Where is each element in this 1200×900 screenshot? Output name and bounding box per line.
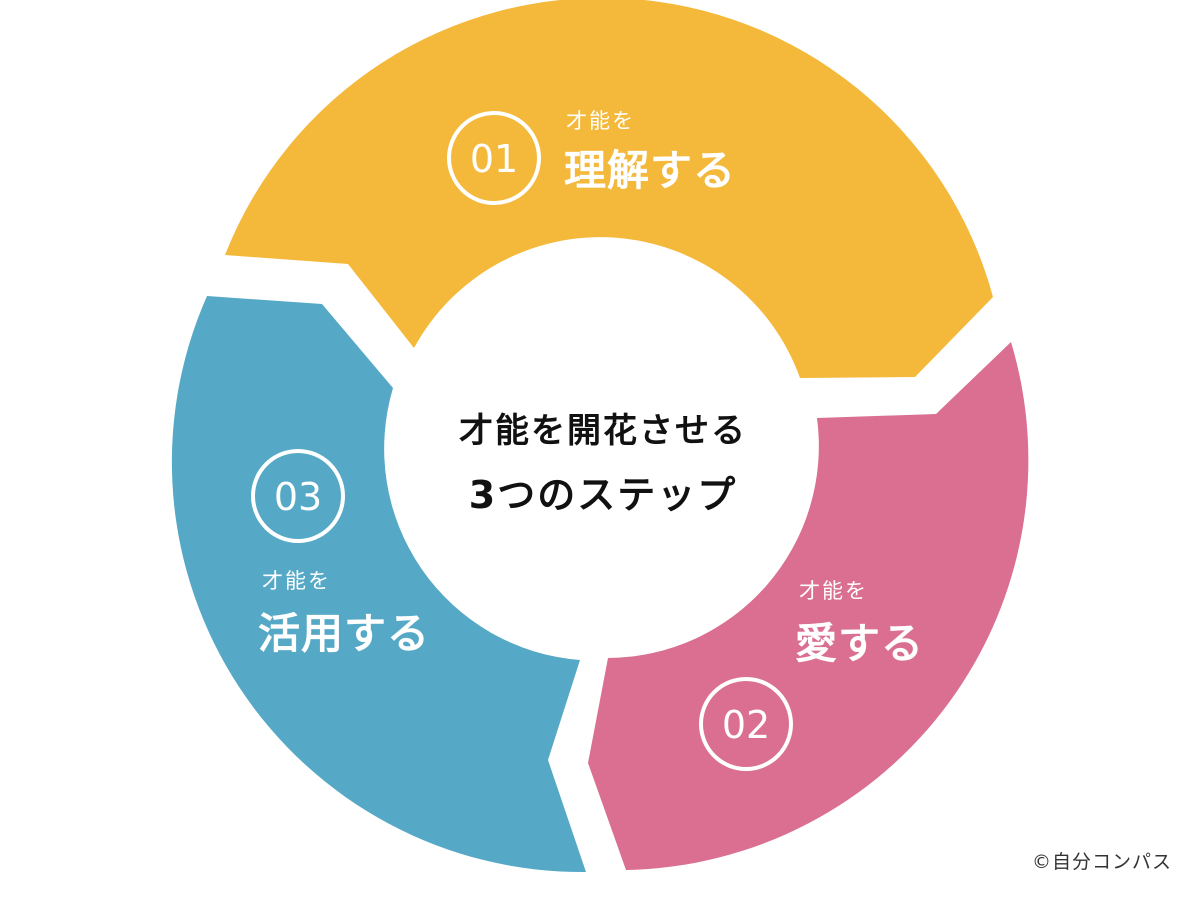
- center-title-line1: 才能を開花させる: [459, 411, 747, 451]
- step-3-prefix: 才能を: [262, 569, 331, 593]
- step-3-title: 活用する: [258, 609, 430, 658]
- step-2-number-circle: [699, 677, 793, 771]
- step-3-number: 03: [274, 475, 322, 519]
- step-3-segment: [171, 296, 586, 873]
- step-3-number-circle: [251, 449, 345, 543]
- copyright-text: ©自分コンパス: [1031, 851, 1172, 873]
- step-2-title: 愛する: [795, 619, 924, 668]
- step-1-segment: [225, 0, 993, 378]
- step-1-title: 理解する: [564, 146, 736, 195]
- step-1-prefix: 才能を: [566, 109, 635, 133]
- step-2-segment: [588, 342, 1029, 870]
- step-2-prefix: 才能を: [799, 579, 868, 603]
- step-1-number: 01: [470, 137, 518, 181]
- center-title-line2: 3つのステップ: [469, 473, 737, 517]
- step-1-number-circle: [447, 111, 541, 205]
- step-2-number: 02: [722, 703, 770, 747]
